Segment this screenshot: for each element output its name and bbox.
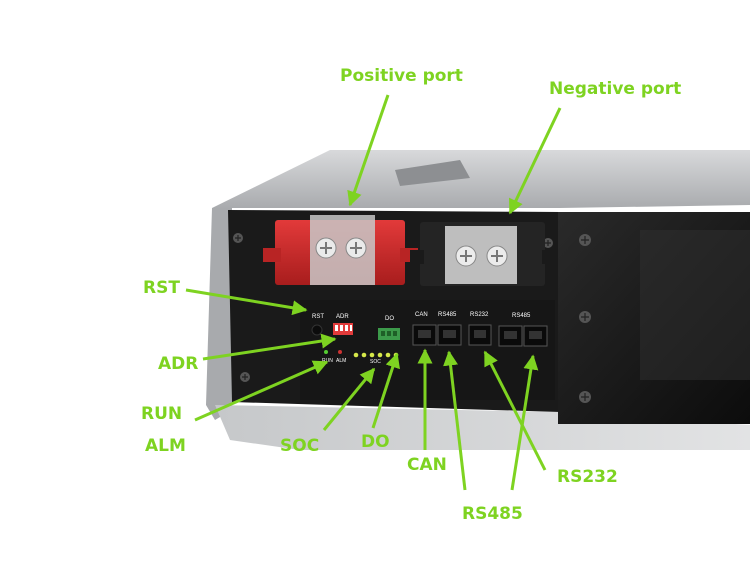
screw-icon (543, 238, 553, 248)
rj45-port-icon (437, 324, 462, 346)
panel-label-alm: ALM (336, 358, 346, 364)
callout-arrows (185, 94, 562, 491)
callout-can: CAN (407, 455, 447, 475)
callout-alm: ALM (145, 436, 186, 456)
rj45-port-icon (412, 324, 437, 346)
screw-icon (579, 391, 591, 403)
panel-label-rst: RST (312, 314, 324, 320)
panel-label-rs232: RS232 (470, 312, 489, 318)
callout-rs485: RS485 (462, 504, 523, 524)
led-icon (324, 350, 328, 354)
callout-adr: ADR (158, 354, 199, 374)
do-connector (378, 328, 400, 340)
callout-rst: RST (143, 278, 180, 298)
rj45-port-icon (523, 325, 548, 347)
led-icon (338, 350, 342, 354)
panel-label-do: DO (385, 316, 394, 322)
rst-button (311, 324, 323, 336)
chassis-left-wall (206, 208, 232, 420)
dip-switch-icon (333, 323, 353, 335)
panel-label-can: CAN (415, 312, 428, 318)
rj45-port-icon (498, 325, 523, 347)
positive-terminal (263, 215, 418, 285)
chassis-top-slot (395, 160, 470, 186)
screw-icon (579, 234, 591, 246)
callout-run: RUN (141, 404, 183, 424)
screw-icon (579, 311, 591, 323)
callout-do: DO (361, 432, 390, 452)
callout-soc: SOC (280, 436, 320, 456)
screw-icon (240, 372, 250, 382)
panel-label-rs485-b: RS485 (512, 313, 531, 319)
rj45-port-icon (468, 324, 492, 346)
callout-rs232: RS232 (557, 467, 618, 487)
negative-terminal (410, 222, 556, 286)
chassis-top (212, 150, 750, 208)
right-module-highlight (640, 230, 750, 380)
screw-icon (233, 233, 243, 243)
panel-label-adr: ADR (336, 314, 349, 320)
callout-positive-port: Positive port (340, 66, 463, 86)
panel-label-soc: SOC (370, 359, 381, 365)
callout-negative-port: Negative port (549, 79, 682, 99)
panel-label-rs485-a: RS485 (438, 312, 457, 318)
